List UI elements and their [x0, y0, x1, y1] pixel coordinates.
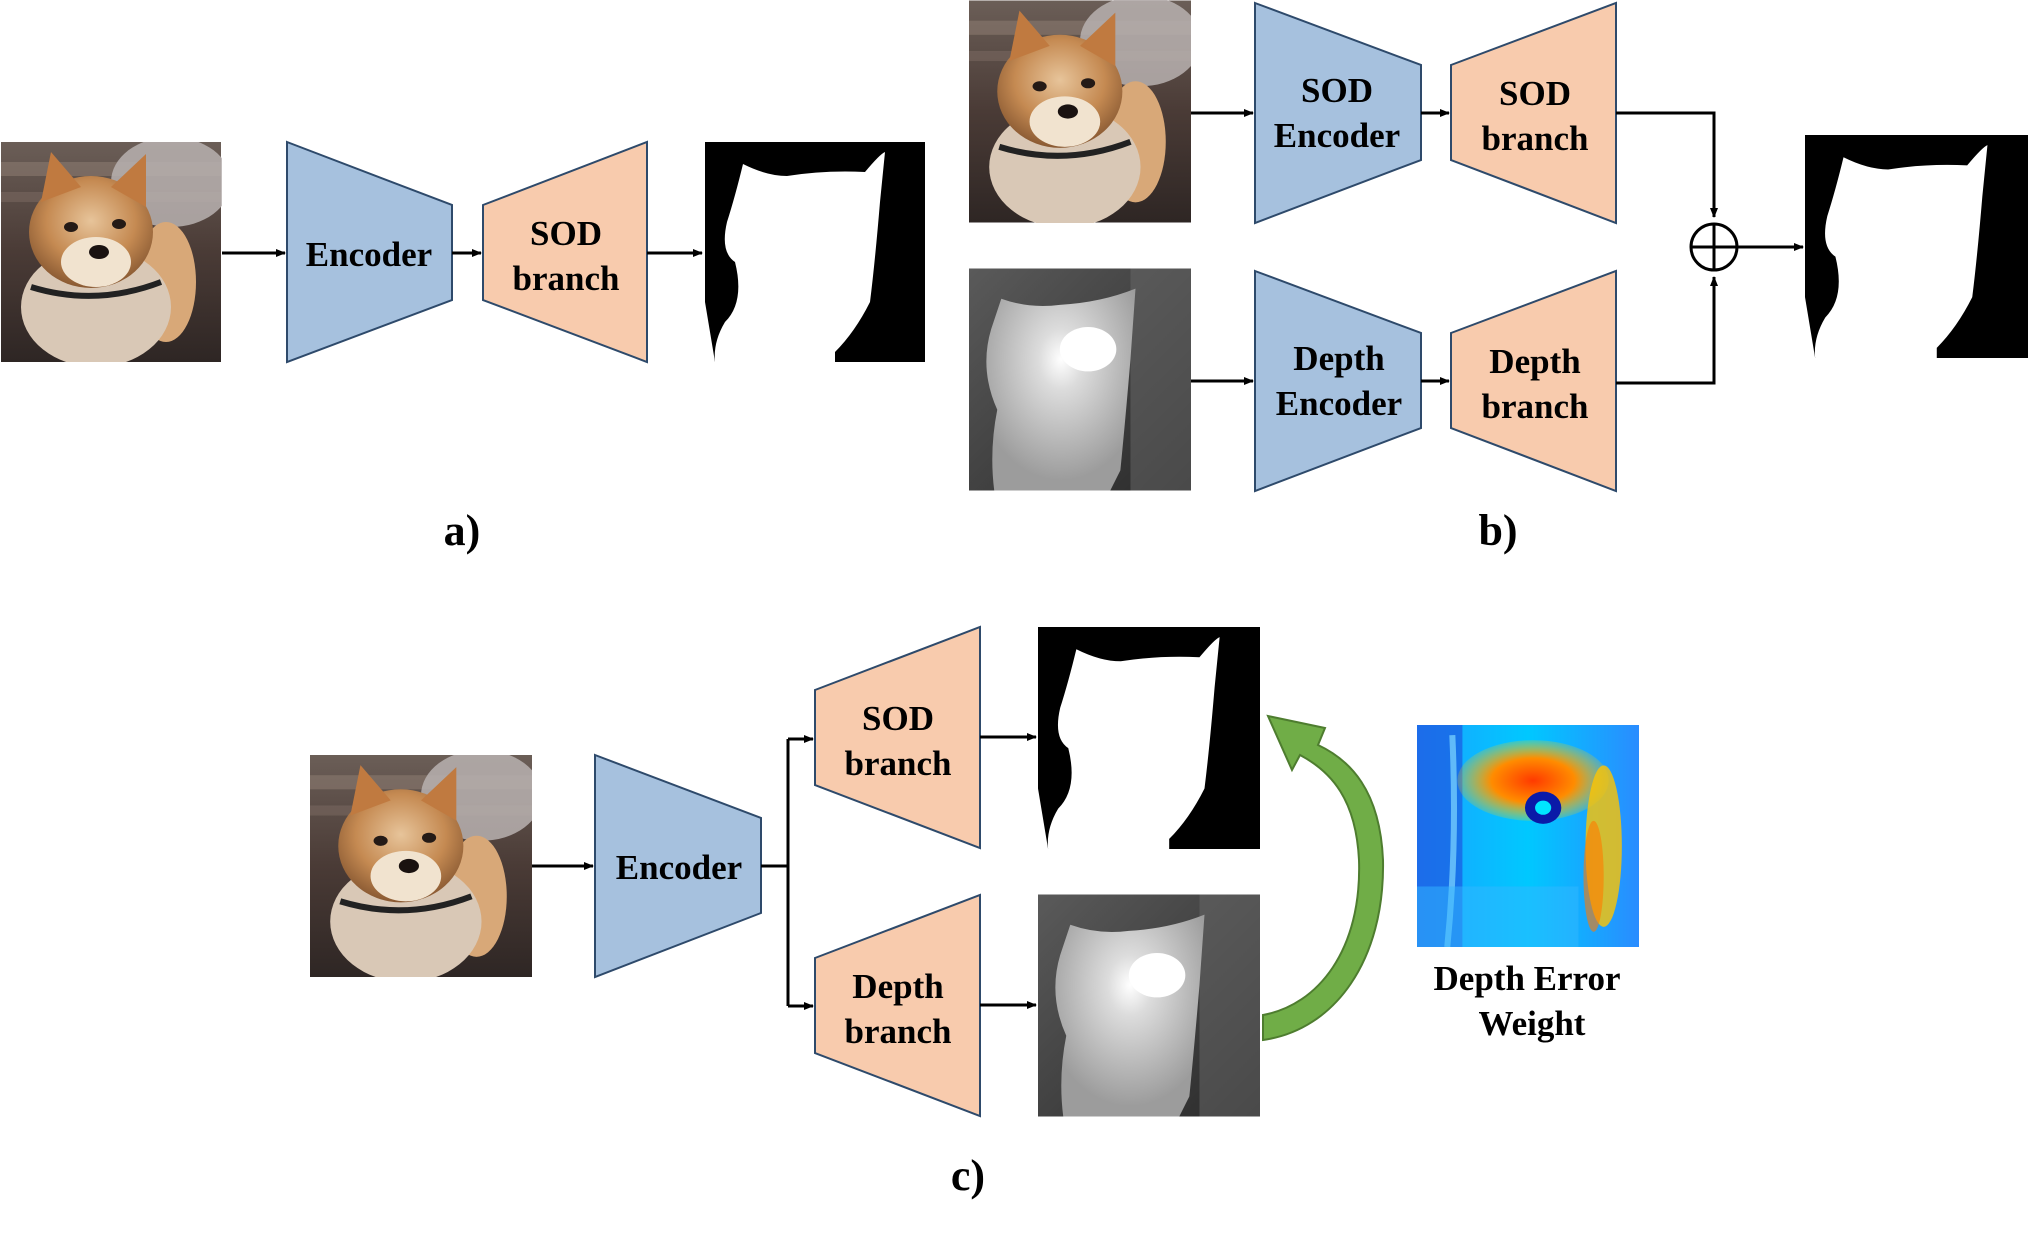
depth-map	[1038, 894, 1260, 1117]
caption-c: c)	[951, 1151, 985, 1200]
panel-a: Encoder SOD branch a)	[1, 137, 925, 555]
depth-encoder-trapezoid	[1254, 269, 1422, 493]
panel-b: SOD Encoder Depth Encoder SOD branch Dep…	[969, 0, 2028, 555]
depth-branch-trapezoid	[1450, 269, 1617, 493]
dog-photo	[310, 750, 542, 982]
depth-map	[969, 268, 1191, 491]
curved-arrow-icon	[1262, 714, 1385, 1042]
panel-c: Encoder SOD branch Depth branch Depth Er…	[310, 625, 1639, 1200]
saliency-mask	[1805, 135, 2028, 358]
depth-branch-label-line1: Depth	[1489, 342, 1580, 381]
sod-branch-label-line2: branch	[1482, 119, 1589, 158]
weight-label-line1: Depth Error	[1434, 959, 1621, 998]
error-heatmap	[1417, 725, 1639, 947]
dog-photo	[969, 0, 1201, 228]
encoder-trapezoid	[594, 753, 762, 979]
depth-branch-label-line2: branch	[1482, 387, 1589, 426]
sod-branch-label-line2: branch	[513, 259, 620, 298]
sod-branch-trapezoid	[482, 140, 648, 364]
depth-encoder-label-line2: Encoder	[1276, 384, 1402, 423]
depth-encoder-label-line1: Depth	[1293, 339, 1384, 378]
sod-encoder-trapezoid	[1254, 1, 1422, 225]
encoder-trapezoid	[286, 140, 453, 364]
sod-branch-trapezoid	[1450, 1, 1617, 225]
dog-photo	[1, 137, 231, 367]
depth-branch-label-line2: branch	[845, 1012, 952, 1051]
encoder-label: Encoder	[306, 235, 432, 274]
saliency-mask	[705, 142, 925, 362]
depth-branch-label-line1: Depth	[852, 967, 943, 1006]
weight-label-line2: Weight	[1479, 1004, 1586, 1043]
arrow-depth-branch-to-sum	[1616, 276, 1718, 385]
sod-branch-trapezoid	[814, 625, 981, 850]
arrow-sod-branch-to-sum	[1616, 111, 1718, 218]
caption-a: a)	[444, 506, 481, 555]
depth-branch-trapezoid	[814, 893, 981, 1118]
sod-branch-label-line1: SOD	[862, 699, 934, 738]
encoder-label: Encoder	[616, 848, 742, 887]
sod-branch-label-line1: SOD	[530, 214, 602, 253]
sod-encoder-label-line2: Encoder	[1274, 116, 1400, 155]
sod-encoder-label-line1: SOD	[1301, 71, 1373, 110]
sod-branch-label-line1: SOD	[1499, 74, 1571, 113]
caption-b: b)	[1478, 506, 1517, 555]
saliency-mask	[1038, 627, 1260, 849]
sod-branch-label-line2: branch	[845, 744, 952, 783]
sum-operator-icon	[1689, 222, 1739, 272]
